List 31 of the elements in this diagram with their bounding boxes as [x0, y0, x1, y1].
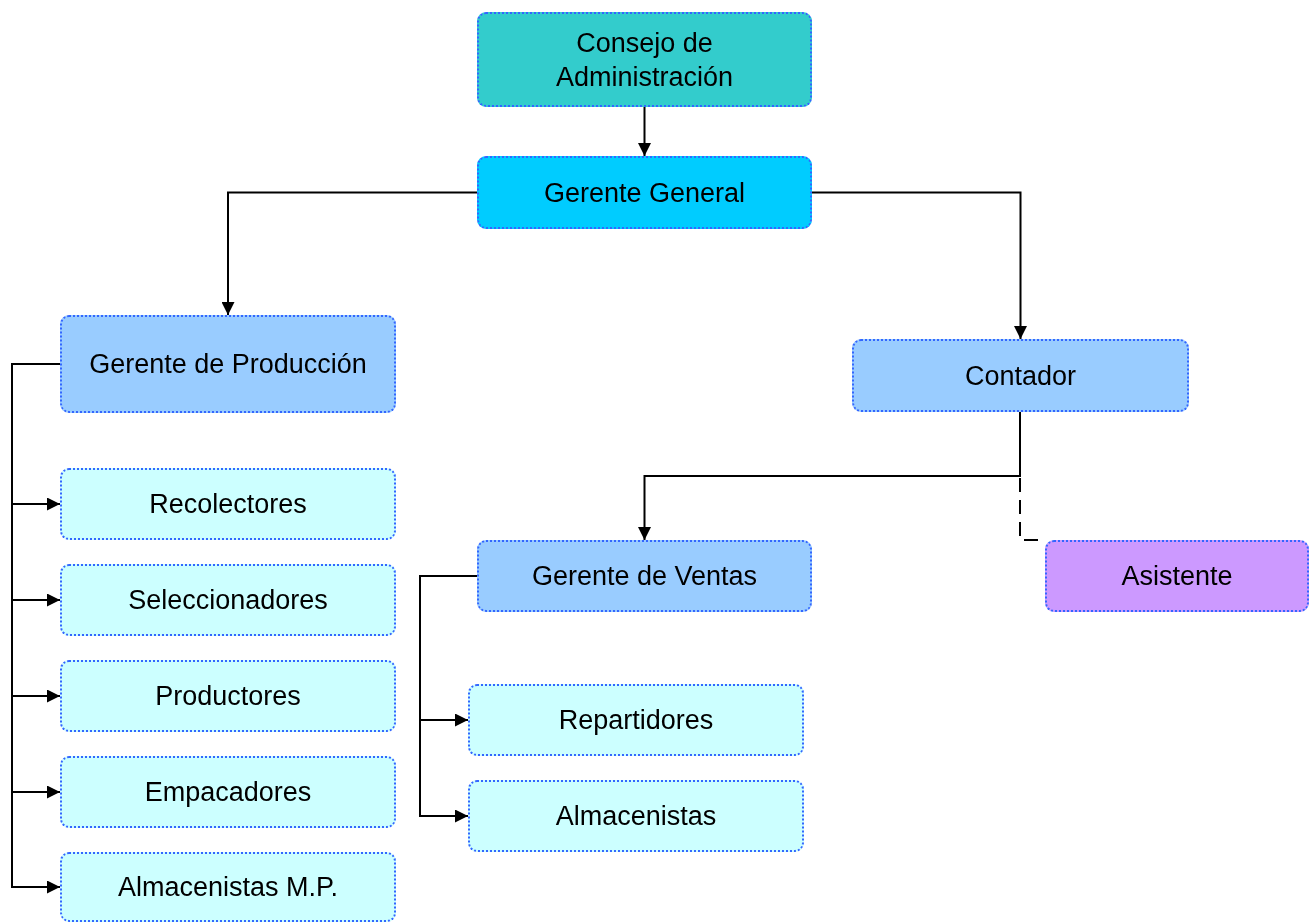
org-chart-box [468, 684, 804, 756]
connector-arrow [638, 106, 651, 157]
org-chart-box [60, 660, 396, 732]
position-title: Contador [963, 359, 1078, 393]
position-title: Consejo de Administración [554, 26, 735, 94]
connector-arrow [221, 191, 478, 316]
position-title: Asistente [1120, 560, 1234, 593]
org-chart-box [60, 564, 396, 636]
org-chart-box [60, 756, 396, 828]
position-title: Seleccionadores [127, 584, 329, 617]
org-chart-box [60, 852, 396, 922]
position-title: Repartidores [557, 704, 715, 737]
position-title: Productores [154, 680, 302, 713]
org-chart-box [468, 780, 804, 852]
position-title: Almacenistas M.P. [116, 871, 340, 904]
position-title: Almacenistas [554, 800, 718, 833]
position-title: Empacadores [143, 776, 313, 809]
org-chart-box [477, 540, 812, 612]
position-title: Gerente General [542, 176, 747, 210]
org-chart-box [852, 339, 1189, 412]
org-chart-box [1045, 540, 1309, 612]
org-chart-box [60, 468, 396, 540]
position-title: Gerente de Producción [88, 348, 368, 381]
position-title: Gerente de Ventas [530, 560, 759, 593]
position-title: Recolectores [148, 488, 308, 521]
org-chart-box [60, 315, 396, 413]
connector-arrow [811, 191, 1027, 340]
org-chart-box [477, 12, 812, 107]
connector-arrow [419, 575, 478, 823]
org-chart-box [477, 156, 812, 229]
connector-arrow [11, 363, 61, 894]
